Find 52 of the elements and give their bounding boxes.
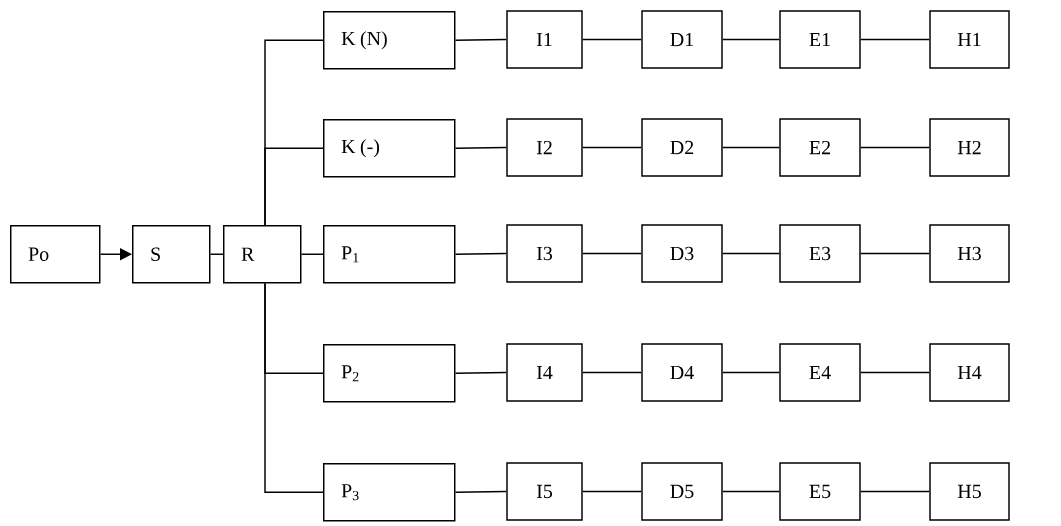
process-box: I3 [506,224,583,283]
connector-line [209,253,224,255]
process-box: Po [10,225,101,284]
process-box: P$_{1}$ [323,225,456,284]
process-box: K (N) [323,11,456,70]
process-box: I4 [506,343,583,402]
process-box: K (-) [323,119,456,178]
process-box: I2 [506,118,583,177]
connector-line [860,146,930,149]
process-box: E4 [779,343,861,402]
connector-line [582,490,642,493]
process-box: H5 [929,462,1010,521]
process-box: D4 [641,343,723,402]
process-box: R [223,225,302,284]
process-box: P$_{3}$ [323,463,456,522]
connector-line [722,38,780,41]
connector-line [454,371,507,374]
process-box: E3 [779,224,861,283]
connector-line [722,490,780,493]
process-box: E1 [779,10,861,69]
process-box: E2 [779,118,861,177]
connector-line [454,146,507,149]
process-box: D5 [641,462,723,521]
process-box: D1 [641,10,723,69]
process-box: D3 [641,224,723,283]
connector-line [454,252,507,255]
connector-line [582,371,642,374]
connector-line [582,38,642,41]
process-box: H4 [929,343,1010,402]
connector-line [300,253,324,255]
connector-line [722,371,780,374]
process-box: H2 [929,118,1010,177]
connector-line [582,252,642,255]
connector-line [582,146,642,149]
connector-line [722,252,780,255]
connector-line [264,282,324,493]
connector-line [722,146,780,149]
process-box: E5 [779,462,861,521]
process-box: P$_{2}$ [323,344,456,403]
process-box: H3 [929,224,1010,283]
process-box: I1 [506,10,583,69]
process-box: I5 [506,462,583,521]
process-box: D2 [641,118,723,177]
process-box: S [132,225,211,284]
connector-line [860,252,930,255]
process-box: H1 [929,10,1010,69]
connector-line [264,147,324,226]
connector-line [454,38,507,41]
connector-line [860,490,930,493]
connector-line [454,490,507,493]
connector-line [860,38,930,41]
connector-line [860,371,930,374]
